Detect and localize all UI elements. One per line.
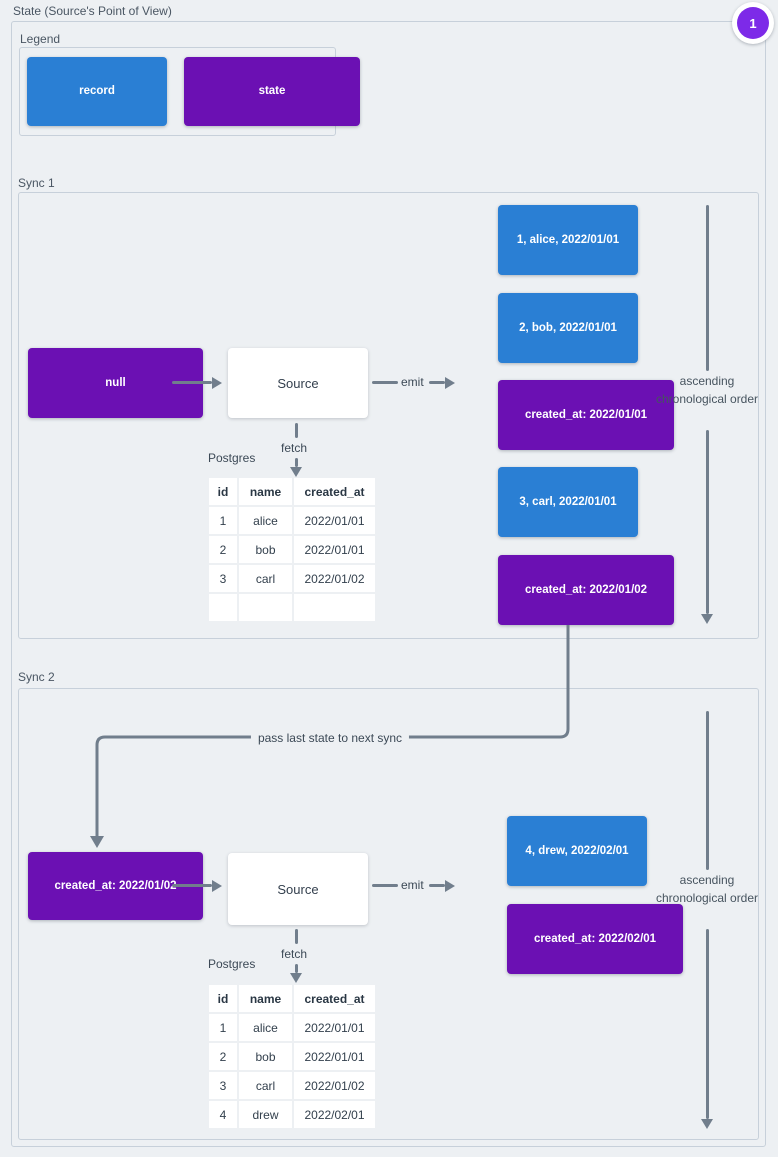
sync1-emit-line-left [372,381,398,384]
table-cell: 2022/02/01 [294,1101,375,1128]
sync1-order-line-bottom [706,430,709,614]
legend-label: Legend [20,32,61,46]
table-cell: 2022/01/01 [294,507,375,534]
sync1-fetch-line-top [295,423,298,438]
sync2-order-line-top [706,711,709,870]
sync1-input-arrow-head-icon [212,377,222,389]
table-cell: 1 [209,1014,237,1041]
sync1-source-node: Source [228,348,368,418]
sync2-emit-label: emit [401,878,424,892]
table-cell [209,594,237,621]
annotation-badge[interactable]: 1 [732,2,774,44]
table-cell: 2 [209,536,237,563]
sync2-fetch-arrow-head-icon [290,973,302,983]
table-cell: 3 [209,565,237,592]
sync2-emitted-state-node: created_at: 2022/02/01 [507,904,683,974]
table-cell: 1 [209,507,237,534]
sync2-emit-arrow-head-icon [445,880,455,892]
table-cell: 2022/01/02 [294,565,375,592]
table-cell: carl [239,1072,292,1099]
sync2-emit-line-left [372,884,398,887]
sync2-input-arrow-line [172,884,212,887]
sync1-postgres-table: id name created_at 1 alice 2022/01/01 2 … [209,478,375,621]
sync1-label: Sync 1 [18,176,55,190]
table-cell: 2 [209,1043,237,1070]
table-cell: 2022/01/02 [294,1072,375,1099]
sync2-label: Sync 2 [18,670,55,684]
sync1-emitted-state-node: created_at: 2022/01/01 [498,380,674,450]
sync1-emit-label: emit [401,375,424,389]
table-header-cell: name [239,985,292,1012]
table-cell: drew [239,1101,292,1128]
sync2-input-arrow-head-icon [212,880,222,892]
table-cell [239,594,292,621]
sync1-order-line-top [706,205,709,371]
table-cell: bob [239,536,292,563]
table-cell: 2022/01/01 [294,1043,375,1070]
sync1-emitted-record-node: 1, alice, 2022/01/01 [498,205,638,275]
sync1-db-label: Postgres [208,451,256,465]
table-cell: bob [239,1043,292,1070]
sync1-fetch-arrow-head-icon [290,467,302,477]
table-header-cell: name [239,478,292,505]
sync2-order-arrow-head-icon [701,1119,713,1129]
sync1-order-arrow-head-icon [701,614,713,624]
sync1-emit-line-right [429,381,445,384]
sync1-emitted-state-node: created_at: 2022/01/02 [498,555,674,625]
page-title: State (Source's Point of View) [13,4,172,18]
sync1-input-arrow-line [172,381,212,384]
table-cell: alice [239,507,292,534]
table-cell: 3 [209,1072,237,1099]
sync2-fetch-label: fetch [281,947,308,961]
sync1-emitted-record-node: 2, bob, 2022/01/01 [498,293,638,363]
table-cell: carl [239,565,292,592]
sync1-emitted-record-node: 3, carl, 2022/01/01 [498,467,638,537]
table-header-cell: created_at [294,478,375,505]
sync2-emit-line-right [429,884,445,887]
legend-state-swatch: state [184,57,360,126]
table-header-cell: id [209,478,237,505]
sync2-fetch-line-top [295,929,298,944]
sync1-fetch-line-bottom [295,458,298,467]
sync2-emitted-record-node: 4, drew, 2022/02/01 [507,816,647,886]
sync2-db-label: Postgres [208,957,256,971]
table-header-cell: created_at [294,985,375,1012]
table-cell: 4 [209,1101,237,1128]
table-cell [294,594,375,621]
sync2-order-note: ascending chronological order [655,873,759,905]
table-cell: 2022/01/01 [294,1014,375,1041]
sync1-emit-arrow-head-icon [445,377,455,389]
legend-record-swatch: record [27,57,167,126]
sync2-order-line-bottom [706,929,709,1119]
sync2-fetch-line-bottom [295,964,298,973]
sync1-fetch-label: fetch [281,441,308,455]
table-cell: alice [239,1014,292,1041]
table-cell: 2022/01/01 [294,536,375,563]
annotation-badge-number: 1 [737,7,769,39]
table-header-cell: id [209,985,237,1012]
connector-label: pass last state to next sync [250,731,410,745]
sync1-order-note: ascending chronological order [655,374,759,406]
sync2-postgres-table: id name created_at 1 alice 2022/01/01 2 … [209,985,375,1128]
sync2-source-node: Source [228,853,368,925]
outer-frame [11,21,766,1147]
